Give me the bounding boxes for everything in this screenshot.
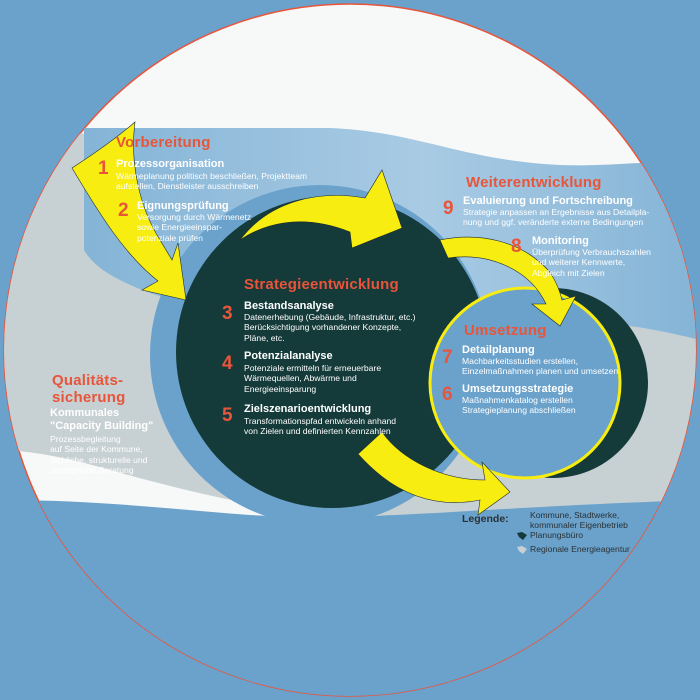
pin-icon: [517, 513, 527, 521]
yellow-arrow-left: [71, 121, 187, 301]
capacity-desc: Prozessbegleitung auf Seite der Kommune,…: [50, 434, 148, 476]
step-number-4: 4: [222, 353, 233, 374]
step-number-8: 8: [511, 236, 522, 257]
step-desc-3: Datenerhebung (Gebäude, Infrastruktur, e…: [244, 312, 416, 343]
section-title-weiterentwicklung: Weiterentwicklung: [466, 174, 602, 191]
pin-icon: [517, 532, 527, 540]
step-desc-8: Überprüfung Verbrauchszahlen und weitere…: [532, 247, 651, 278]
section-title-qualitaetssicherung: Qualitäts- sicherung: [52, 372, 125, 407]
step-title-9: Evaluierung und Fortschreibung: [463, 195, 633, 207]
legend-label-energieagentur: Regionale Energieagentur: [530, 544, 630, 554]
capacity-title: Kommunales "Capacity Building": [50, 407, 154, 432]
section-title-vorbereitung: Vorbereitung: [116, 134, 211, 151]
yellow-arrow-bottom: [357, 431, 511, 516]
step-number-3: 3: [222, 303, 233, 324]
qualitaet-line1: Qualitäts-: [52, 372, 124, 389]
step-desc-4: Potenziale ermitteln für erneuerbare Wär…: [244, 363, 382, 394]
legend-title: Legende:: [462, 513, 509, 525]
yellow-arrow-top: [239, 169, 403, 249]
step-desc-2: Versorgung durch Wärmenetz sowie Energie…: [137, 212, 252, 243]
step-title-5: Zielszenarioentwicklung: [244, 403, 372, 415]
step-desc-1: Wärmeplanung politisch beschließen, Proj…: [116, 171, 308, 192]
step-title-2: Eignungsprüfung: [137, 200, 229, 212]
step-desc-6: Maßnahmenkatalog erstellen Strategieplan…: [462, 395, 576, 416]
strategy-circle: [176, 196, 488, 508]
umsetzung-circle: [428, 286, 622, 480]
step-number-5: 5: [222, 405, 233, 426]
yellow-arrow-inner: [439, 236, 577, 327]
step-number-6: 6: [442, 384, 453, 405]
step-desc-7: Machbarkeitsstudien erstellen, Einzelmaß…: [462, 356, 619, 377]
step-number-7: 7: [442, 347, 453, 368]
legend-label-kommune-2: kommunaler Eigenbetrieb: [530, 520, 628, 531]
step-desc-5: Transformationspfad entwickeln anhand vo…: [244, 416, 397, 437]
step-title-1: Prozessorganisation: [116, 158, 225, 170]
legend-label-planungsbuero: Planungsbüro: [530, 530, 584, 540]
step-number-9: 9: [443, 198, 454, 219]
section-title-umsetzung: Umsetzung: [464, 322, 547, 339]
step-number-1: 1: [98, 158, 109, 179]
step-title-8: Monitoring: [532, 235, 589, 247]
step-number-2: 2: [118, 200, 129, 221]
step-title-3: Bestandsanalyse: [244, 300, 334, 312]
step-desc-9: Strategie anpassen an Ergebnisse aus Det…: [463, 207, 650, 228]
step-title-7: Detailplanung: [462, 344, 535, 356]
step-title-6: Umsetzungsstrategie: [462, 383, 574, 395]
section-title-strategieentwicklung: Strategieentwicklung: [244, 276, 399, 293]
qualitaet-line2: sicherung: [52, 389, 126, 407]
step-title-4: Potenzialanalyse: [244, 350, 333, 362]
pin-icon: [517, 546, 527, 554]
legend-label-kommune-1: Kommune, Stadtwerke,: [530, 510, 620, 520]
